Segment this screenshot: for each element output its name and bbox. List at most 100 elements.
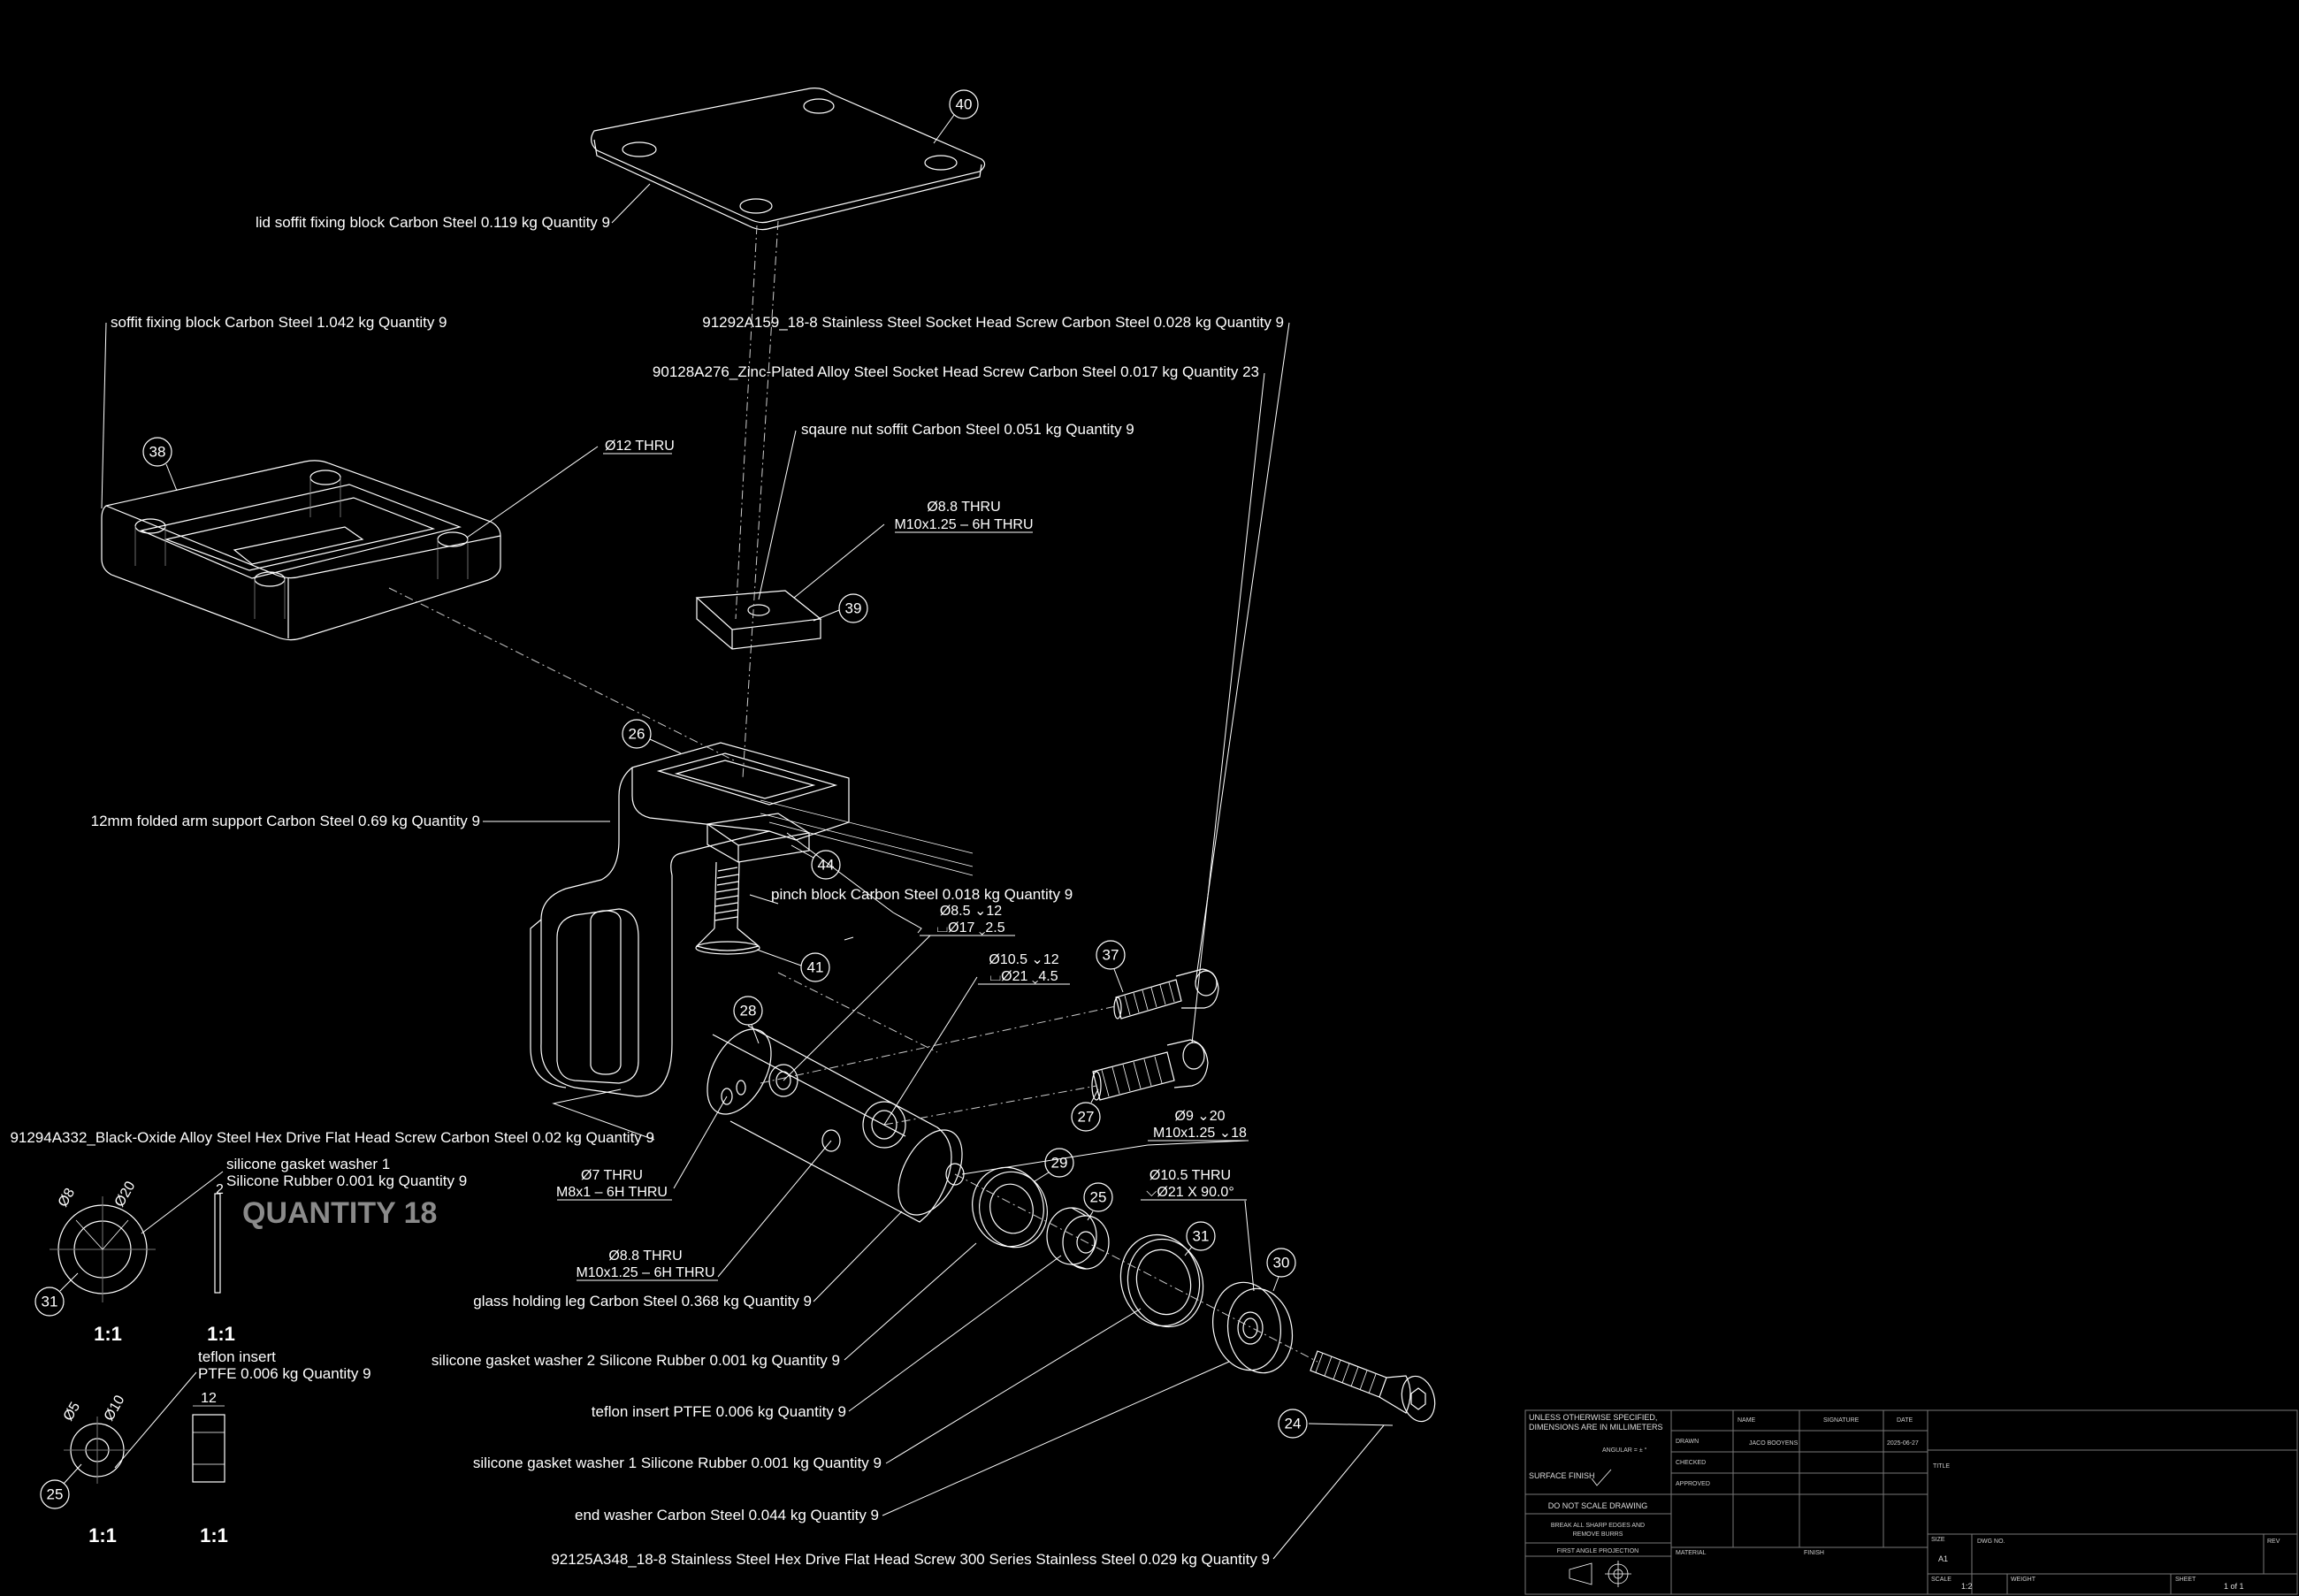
part-screw-37 xyxy=(1113,968,1219,1019)
label-end-washer: end washer Carbon Steel 0.044 kg Quantit… xyxy=(575,1507,879,1523)
svg-text:31: 31 xyxy=(1193,1228,1210,1245)
tb-surface-finish: SURFACE FINISH xyxy=(1529,1471,1595,1480)
label-lid-block: lid soffit fixing block Carbon Steel 0.1… xyxy=(256,214,610,231)
tb-drawn-name: JACO BOOYENS xyxy=(1749,1440,1799,1447)
tb-rev: REV xyxy=(2267,1539,2280,1545)
tb-projection: FIRST ANGLE PROJECTION xyxy=(1557,1548,1638,1554)
svg-text:31: 31 xyxy=(42,1294,58,1310)
label-screw-91292: 91292A159_18-8 Stainless Steel Socket He… xyxy=(702,314,1284,331)
detail-teflon-spec: PTFE 0.006 kg Quantity 9 xyxy=(198,1365,371,1382)
balloon-24: 24 xyxy=(1278,1409,1308,1439)
balloon-29: 29 xyxy=(1034,1148,1074,1182)
tb-size-label: SIZE xyxy=(1931,1537,1945,1543)
balloon-30: 30 xyxy=(1266,1248,1296,1292)
detail-teflon-title: teflon insert xyxy=(198,1348,276,1365)
label-screw-90128: 90128A276_Zinc-Plated Alloy Steel Socket… xyxy=(653,363,1259,380)
tb-weight: WEIGHT xyxy=(2011,1577,2036,1583)
svg-text:44: 44 xyxy=(818,857,835,874)
balloon-31: 31 xyxy=(1184,1221,1216,1256)
balloon-39: 39 xyxy=(813,593,868,623)
label-square-nut: sqaure nut soffit Carbon Steel 0.051 kg … xyxy=(801,421,1134,438)
tb-size-value: A1 xyxy=(1938,1554,1948,1563)
part-washer-31 xyxy=(1119,1233,1204,1328)
quantity-note: QUANTITY 18 xyxy=(242,1196,437,1230)
dimension-callouts: Ø12 THRU Ø8.8 THRU M10x1.25 – 6H THRU Ø8… xyxy=(556,439,1249,1281)
svg-text:28: 28 xyxy=(740,1003,757,1019)
svg-text:37: 37 xyxy=(1103,947,1119,964)
dim-cb17: ⌴Ø17 ⌄2.5 xyxy=(936,920,1004,935)
title-block: UNLESS OTHERWISE SPECIFIED, DIMENSIONS A… xyxy=(1524,1409,2298,1595)
tb-row-approved: APPROVED xyxy=(1676,1481,1710,1487)
balloon-26: 26 xyxy=(622,719,682,754)
tb-break-edges-1: BREAK ALL SHARP EDGES AND xyxy=(1551,1523,1645,1529)
dim-m10-thru-b: M10x1.25 – 6H THRU xyxy=(576,1265,714,1280)
label-pinch-block: pinch block Carbon Steel 0.018 kg Quanti… xyxy=(771,886,1073,903)
part-square-nut xyxy=(695,590,822,650)
dim-w2: 2 xyxy=(216,1182,224,1197)
balloon-37: 37 xyxy=(1096,940,1126,993)
balloon-25-detail: 25 xyxy=(40,1463,82,1509)
part-end-washer-30 xyxy=(1211,1281,1294,1374)
dim-d9-20: Ø9 ⌄20 xyxy=(1175,1109,1226,1124)
balloon-44: 44 xyxy=(791,844,841,880)
tb-scale-label: SCALE xyxy=(1931,1577,1951,1583)
dim-m10-18: M10x1.25 ⌄18 xyxy=(1153,1126,1247,1141)
balloon-40: 40 xyxy=(933,89,979,144)
dim-d88-thru-b: Ø8.8 THRU xyxy=(608,1249,682,1264)
dim-d88-thru-a: Ø8.8 THRU xyxy=(927,500,1000,515)
dim-d12-thru: Ø12 THRU xyxy=(605,439,675,454)
tb-do-not-scale: DO NOT SCALE DRAWING xyxy=(1548,1501,1648,1510)
dim-w12: 12 xyxy=(201,1391,217,1406)
dim-cb21: ⌴Ø21 ⌄4.5 xyxy=(989,969,1058,984)
label-glass-leg: glass holding leg Carbon Steel 0.368 kg … xyxy=(473,1293,812,1310)
assembly-lines xyxy=(388,220,1318,1363)
tb-angular: ANGULAR = ± ° xyxy=(1602,1447,1647,1454)
tb-note-1: UNLESS OTHERWISE SPECIFIED, xyxy=(1529,1413,1657,1422)
svg-text:24: 24 xyxy=(1285,1416,1302,1432)
tb-note-2: DIMENSIONS ARE IN MILLIMETERS xyxy=(1529,1423,1663,1432)
balloon-25: 25 xyxy=(1083,1182,1113,1221)
dim-csk21: ⌵Ø21 X 90.0° xyxy=(1146,1185,1234,1200)
part-soffit-block xyxy=(101,460,501,641)
svg-text:38: 38 xyxy=(149,444,166,461)
part-labels: lid soffit fixing block Carbon Steel 0.1… xyxy=(10,214,1284,1568)
svg-text:39: 39 xyxy=(845,600,862,617)
part-washer-29 xyxy=(972,1166,1048,1249)
tb-row-checked: CHECKED xyxy=(1676,1460,1706,1466)
tb-sheet-value: 1 of 1 xyxy=(2224,1582,2244,1591)
label-arm-support: 12mm folded arm support Carbon Steel 0.6… xyxy=(91,813,480,829)
tb-col-name: NAME xyxy=(1738,1417,1756,1424)
balloon-27: 27 xyxy=(1071,1088,1101,1132)
part-pinch-block xyxy=(706,813,811,863)
tb-drawn-date: 2025-06-27 xyxy=(1887,1440,1919,1447)
tb-sheet-label: SHEET xyxy=(2175,1577,2196,1583)
dim-d85: Ø8.5 ⌄12 xyxy=(940,904,1002,919)
svg-text:25: 25 xyxy=(1090,1189,1107,1206)
tb-row-drawn: DRAWN xyxy=(1676,1439,1699,1445)
tb-finish: FINISH xyxy=(1804,1550,1824,1556)
label-screw-91294: 91294A332_Black-Oxide Alloy Steel Hex Dr… xyxy=(10,1129,654,1146)
leaders xyxy=(101,183,1394,1560)
balloon-31-detail: 31 xyxy=(34,1272,79,1317)
tb-break-edges-2: REMOVE BURRS xyxy=(1573,1531,1623,1538)
tb-col-date: DATE xyxy=(1897,1417,1913,1424)
dim-d105-12: Ø10.5 ⌄12 xyxy=(989,952,1058,967)
svg-text:25: 25 xyxy=(47,1486,64,1503)
svg-text:41: 41 xyxy=(807,959,824,976)
balloon-38: 38 xyxy=(142,437,178,492)
detail-gasket-washer: Ø8 Ø20 silicone gasket washer 1 Silicone… xyxy=(50,1156,467,1345)
svg-text:29: 29 xyxy=(1051,1155,1068,1172)
svg-text:27: 27 xyxy=(1078,1109,1095,1126)
part-arm-support xyxy=(530,742,974,1097)
part-teflon-insert-25 xyxy=(1046,1207,1110,1270)
label-teflon-insert: teflon insert PTFE 0.006 kg Quantity 9 xyxy=(592,1403,846,1420)
tb-dwg-no: DWG NO. xyxy=(1977,1539,2005,1545)
part-lid-plate xyxy=(591,88,986,231)
scale-label-b: 1:1 xyxy=(207,1323,235,1345)
balloon-41: 41 xyxy=(756,949,830,982)
tb-title: TITLE xyxy=(1933,1463,1950,1470)
label-soffit-block: soffit fixing block Carbon Steel 1.042 k… xyxy=(111,314,447,331)
dim-m8-thru: M8x1 – 6H THRU xyxy=(556,1185,668,1200)
